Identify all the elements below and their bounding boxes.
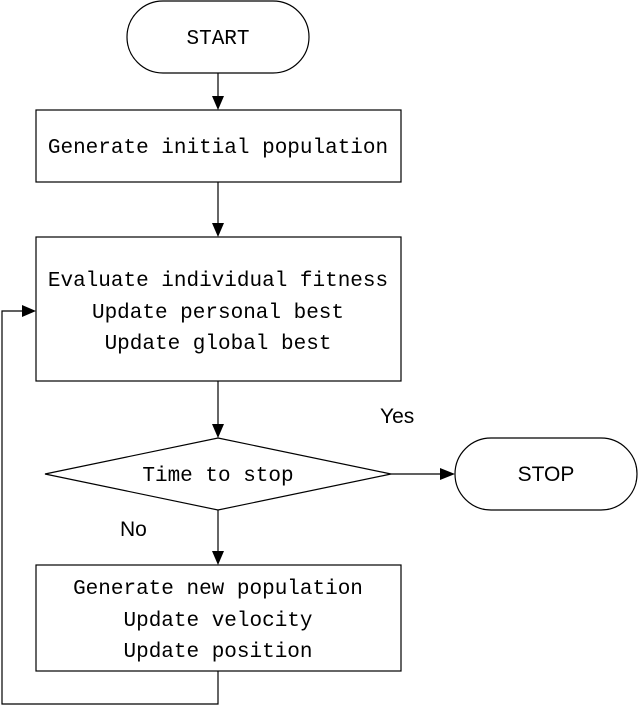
no-label: No xyxy=(120,518,147,541)
generate-initial-box xyxy=(35,109,402,183)
evaluate-line-1: Evaluate individual fitness xyxy=(48,270,388,293)
evaluate-process: Evaluate individual fitness Update perso… xyxy=(35,236,402,382)
generate-initial-process: Generate initial population xyxy=(35,109,402,183)
start-terminal: START xyxy=(126,0,310,74)
start-label: START xyxy=(186,28,249,51)
arrow-evaluate-to-decision xyxy=(212,381,224,438)
generate-new-line-3: Update position xyxy=(123,641,312,664)
yes-label: Yes xyxy=(380,405,414,428)
generate-new-process: Generate new population Update velocity … xyxy=(35,564,402,672)
decision-label: Time to stop xyxy=(142,465,293,488)
evaluate-line-3: Update global best xyxy=(105,333,332,356)
stop-terminal-shape xyxy=(454,437,638,511)
evaluate-box xyxy=(35,236,402,382)
generate-new-line-2: Update velocity xyxy=(123,610,312,633)
evaluate-line-2: Update personal best xyxy=(92,302,344,325)
arrow-decision-to-stop xyxy=(391,468,455,480)
generate-new-line-1: Generate new population xyxy=(73,578,363,601)
stop-terminal: STOP xyxy=(454,437,638,511)
arrow-loop-back xyxy=(1,305,219,705)
arrow-decision-to-generate-new xyxy=(212,510,224,565)
decision-diamond: Time to stop xyxy=(44,437,392,511)
generate-initial-label: Generate initial population xyxy=(48,137,388,160)
generate-new-box xyxy=(35,564,402,672)
stop-label: STOP xyxy=(518,463,575,486)
arrow-generate-to-evaluate xyxy=(212,182,224,237)
arrow-start-to-generate xyxy=(212,73,224,110)
